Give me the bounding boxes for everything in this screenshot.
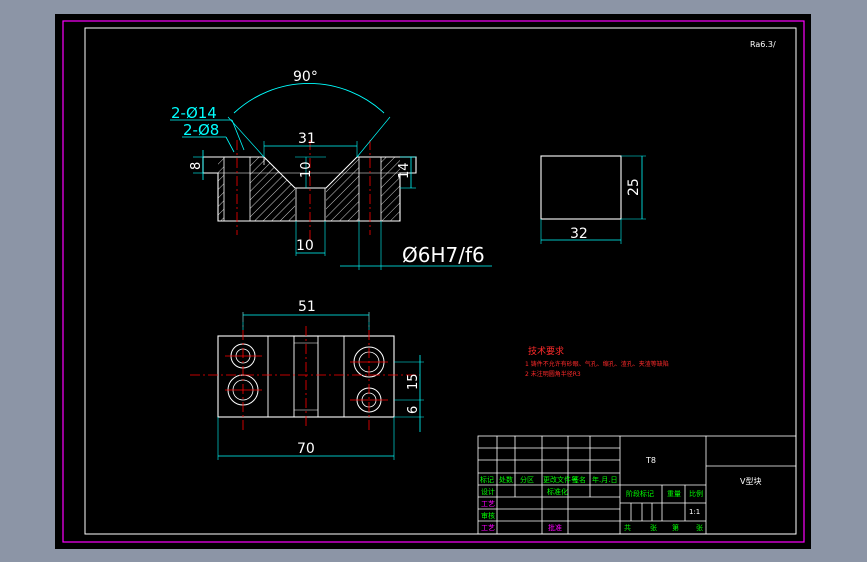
side-view: 32 25	[540, 155, 646, 244]
title-block-text: T8 V型块 标记 处数 分区 更改文件号 签名 年.月.日 设计 标准化 工艺…	[480, 456, 761, 532]
tb-sheet-unit-2: 张	[696, 523, 703, 532]
hole-callout-14: 2-Ø14	[171, 104, 217, 122]
tb-sheet-unit-1: 张	[650, 523, 657, 532]
drawing-sheet	[55, 14, 811, 549]
tech-req-title: 技术要求	[528, 345, 564, 357]
tb-process: 工艺	[481, 524, 495, 532]
side-view-outline	[540, 155, 622, 220]
tb-material: T8	[645, 456, 656, 465]
dim-32: 32	[570, 226, 588, 242]
tb-total: 共	[624, 523, 631, 532]
dim-25: 25	[626, 178, 642, 196]
technical-requirements: 技术要求 1 铸件不允许有砂眼、气孔、缩孔、渣孔、夹渣等缺陷 2 未注明圆角半径…	[525, 345, 669, 378]
tb-zone: 分区	[520, 475, 534, 484]
dim-8: 8	[189, 162, 204, 170]
tb-approve: 批准	[548, 523, 562, 532]
fit-callout: Ø6H7/f6	[402, 243, 485, 267]
corner-roughness-mark: Ra6.3/	[750, 40, 776, 49]
angle-dimension-label: 90°	[293, 69, 318, 85]
tb-scale-label: 比例	[689, 489, 703, 498]
top-view: 51 70 15 6	[190, 299, 424, 460]
tb-signature: 签名	[572, 475, 586, 484]
dim-10-bottom: 10	[296, 238, 314, 254]
dim-70: 70	[297, 441, 315, 457]
tb-scale: 1:1	[689, 508, 700, 516]
front-pin-hole	[296, 188, 325, 221]
sheet-outer-border	[62, 20, 805, 543]
tb-standardization: 标准化	[547, 487, 568, 496]
hole-callout-8: 2-Ø8	[183, 121, 219, 139]
tb-checker: 审核	[481, 511, 495, 520]
tb-date: 年.月.日	[592, 475, 617, 484]
sheet-inner-frame	[84, 27, 797, 535]
tb-sheet: 第	[672, 523, 679, 532]
tb-change-doc: 更改文件号	[543, 475, 578, 484]
dim-10-depth: 10	[299, 161, 314, 178]
tb-count: 处数	[499, 475, 513, 484]
dim-14: 14	[397, 162, 412, 179]
tb-part-name: V型块	[740, 476, 761, 486]
dim-6: 6	[406, 406, 421, 414]
tb-designer: 设计	[481, 487, 495, 496]
dim-15: 15	[406, 373, 421, 390]
dim-51: 51	[298, 299, 316, 315]
title-block	[477, 435, 797, 535]
tb-stage-mark: 阶段标记	[626, 489, 654, 498]
tech-req-line2: 2 未注明圆角半径R3	[525, 370, 581, 378]
tb-weight: 重量	[667, 490, 681, 498]
angle-dimension-arc	[233, 83, 385, 114]
front-view: 90° 2-Ø14 2-Ø8 31 10 8 14 10	[170, 69, 492, 270]
tech-req-line1: 1 铸件不允许有砂眼、气孔、缩孔、渣孔、夹渣等缺陷	[525, 360, 669, 368]
tb-mark: 标记	[480, 475, 494, 484]
tb-process-mark: 工艺	[481, 500, 495, 508]
dim-31: 31	[298, 131, 316, 147]
